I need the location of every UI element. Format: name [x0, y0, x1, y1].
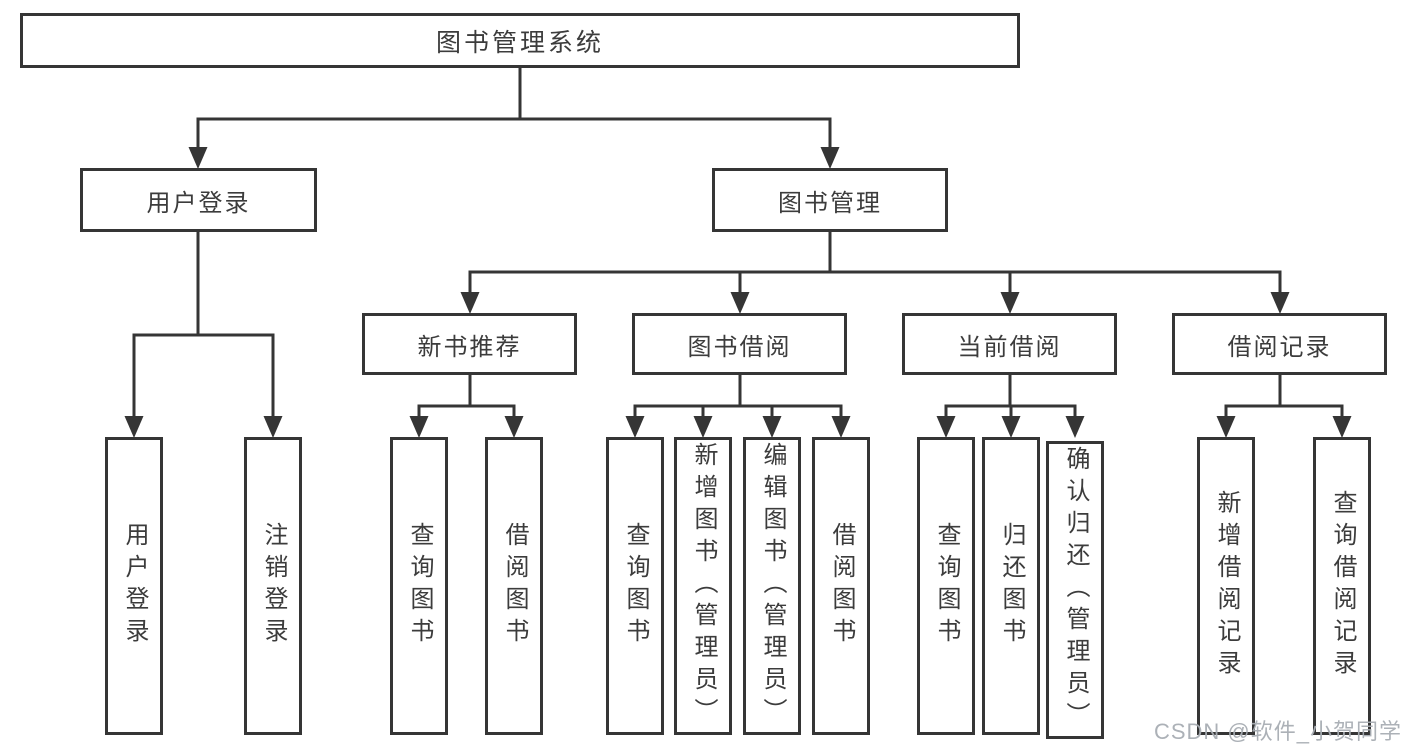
leaf-label: 归还图书 — [998, 522, 1025, 650]
arrowhead-icons — [124, 147, 1352, 438]
leaf-label: 查询图书 — [933, 522, 960, 650]
leaf-label: 查询借阅记录 — [1329, 490, 1356, 682]
leaf-label: 注销登录 — [260, 522, 287, 650]
node-label: 图书管理 — [778, 189, 882, 217]
leaf-borrow-books-recommend: 借阅图书 — [485, 437, 543, 735]
leaf-user-login: 用户登录 — [105, 437, 163, 735]
leaf-label: 借阅图书 — [828, 522, 855, 650]
node-book-borrow: 图书借阅 — [632, 313, 847, 375]
leaf-label: 新增图书（管理员） — [690, 442, 717, 730]
leaf-label: 用户登录 — [121, 522, 148, 650]
node-label: 图书管理系统 — [435, 28, 604, 57]
node-label: 图书借阅 — [687, 333, 792, 361]
leaf-label: 新增借阅记录 — [1213, 490, 1240, 682]
leaf-query-borrow-record: 查询借阅记录 — [1313, 437, 1371, 735]
leaf-label: 确认归还（管理员） — [1062, 446, 1089, 734]
node-library-management-system: 图书管理系统 — [20, 13, 1020, 68]
leaf-query-books-current: 查询图书 — [917, 437, 975, 735]
node-current-borrow: 当前借阅 — [902, 313, 1117, 375]
node-label: 借阅记录 — [1227, 333, 1332, 361]
leaf-label: 编辑图书（管理员） — [759, 442, 786, 730]
leaf-return-books: 归还图书 — [982, 437, 1040, 735]
node-new-book-recommend: 新书推荐 — [362, 313, 577, 375]
node-borrow-records: 借阅记录 — [1172, 313, 1387, 375]
leaf-add-book-admin: 新增图书（管理员） — [674, 437, 732, 735]
leaf-label: 查询图书 — [622, 522, 649, 650]
leaf-borrow-books: 借阅图书 — [812, 437, 870, 735]
node-label: 当前借阅 — [957, 333, 1062, 361]
node-book-management: 图书管理 — [712, 168, 948, 232]
leaf-query-books-recommend: 查询图书 — [390, 437, 448, 735]
leaf-query-books-borrow: 查询图书 — [606, 437, 664, 735]
watermark: CSDN @软件_小贺同学 — [1153, 719, 1402, 744]
leaf-confirm-return-admin: 确认归还（管理员） — [1046, 441, 1104, 739]
node-label: 用户登录 — [146, 189, 251, 217]
node-label: 新书推荐 — [417, 333, 522, 361]
leaf-edit-book-admin: 编辑图书（管理员） — [743, 437, 801, 735]
leaf-label: 借阅图书 — [501, 522, 528, 650]
leaf-label: 查询图书 — [406, 522, 433, 650]
leaf-add-borrow-record: 新增借阅记录 — [1197, 437, 1255, 735]
leaf-logout-login: 注销登录 — [244, 437, 302, 735]
node-user-login: 用户登录 — [80, 168, 317, 232]
